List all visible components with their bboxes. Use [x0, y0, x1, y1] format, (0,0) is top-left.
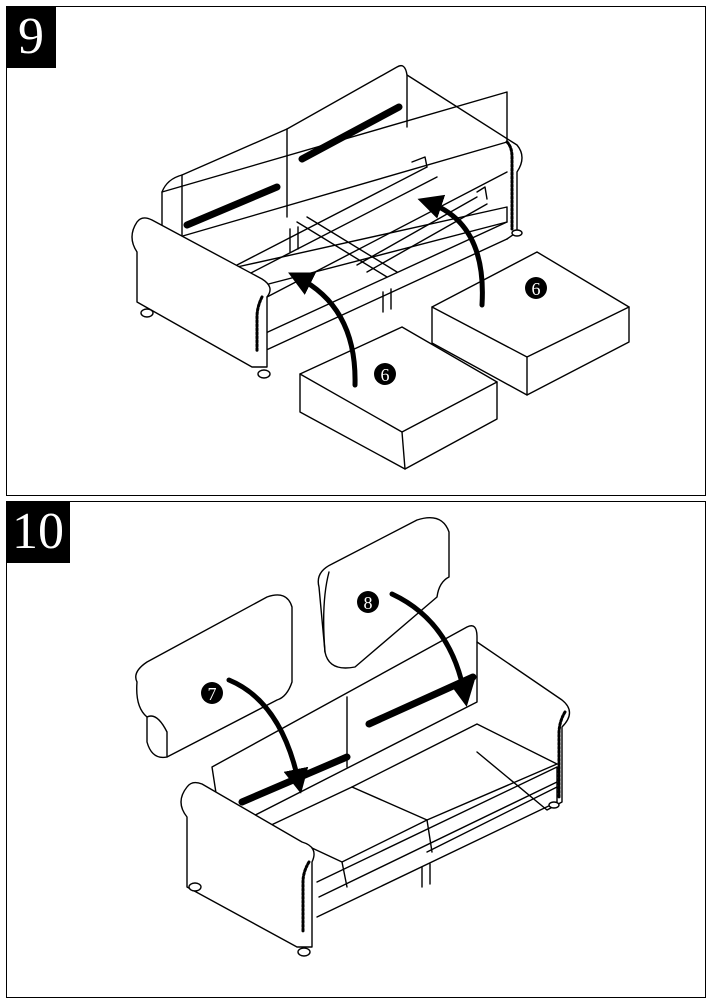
callout-badge: 8 [357, 591, 379, 613]
back-cushion-right [317, 517, 450, 669]
seat-cushion-right [431, 251, 630, 396]
seat-cushion-left [299, 326, 498, 470]
sofa-frame [180, 625, 571, 957]
step-10-panel: 10 [6, 501, 706, 998]
step-number-badge: 10 [6, 501, 70, 563]
step-9-illustration: 6 6 [131, 64, 630, 470]
svg-text:6: 6 [532, 279, 541, 299]
svg-text:6: 6 [381, 365, 390, 385]
sofa-frame [131, 64, 523, 379]
placement-arrow [417, 194, 485, 308]
callout-badge: 6 [525, 277, 547, 299]
svg-text:7: 7 [208, 684, 217, 704]
callout-badge: 6 [374, 363, 396, 385]
step-10-illustration: 7 8 [135, 517, 571, 957]
step-9-panel: 9 [6, 6, 706, 496]
back-cushion-left [135, 594, 293, 759]
svg-text:8: 8 [364, 593, 373, 613]
placement-arrow [288, 272, 358, 388]
placement-arrow [226, 677, 309, 794]
callout-badge: 7 [201, 682, 223, 704]
step-number-badge: 9 [6, 6, 56, 68]
placement-arrow [389, 591, 475, 707]
